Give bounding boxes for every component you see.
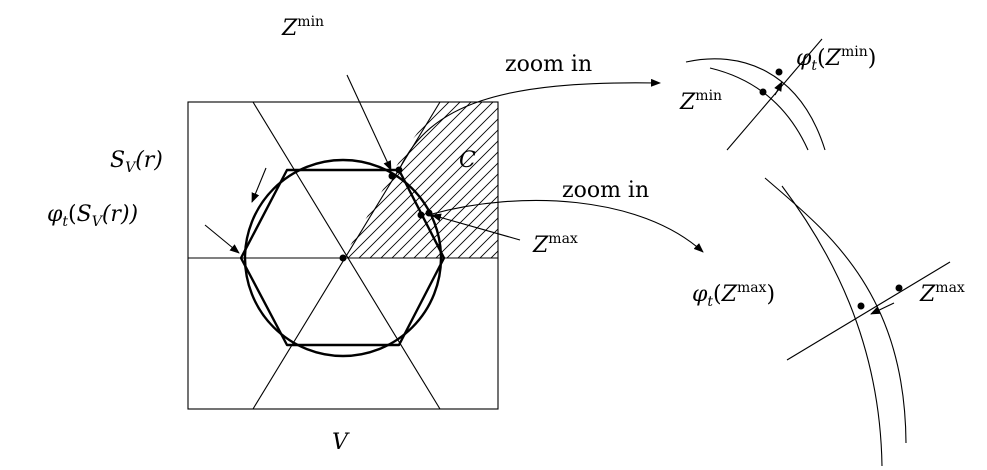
hatch-line bbox=[0, 80, 196, 300]
label-zmax-small: Zmax bbox=[920, 280, 965, 307]
zoom2-arc-inner bbox=[781, 185, 883, 467]
label-zoom-in-1: zoom in bbox=[505, 52, 593, 77]
hatch-line bbox=[0, 80, 130, 300]
hatch-line bbox=[75, 80, 295, 300]
hatch-line bbox=[97, 80, 317, 300]
hatch-line bbox=[0, 80, 97, 300]
zoom1-point-zmin bbox=[759, 88, 767, 96]
hexagon-phi-sv bbox=[239, 168, 446, 347]
hatch-line bbox=[343, 102, 494, 258]
hatch-line bbox=[0, 80, 20, 300]
hatch-line bbox=[53, 80, 273, 300]
hatch-line bbox=[343, 102, 362, 258]
hatch-line bbox=[0, 80, 185, 300]
hatch-line bbox=[343, 102, 498, 258]
hatch-line bbox=[0, 80, 53, 300]
hatch-line bbox=[0, 80, 75, 300]
label-sv: SV(r) bbox=[110, 148, 163, 176]
hatch-line bbox=[0, 80, 31, 300]
zoom1-radial-line bbox=[726, 38, 823, 151]
hatch-line bbox=[343, 102, 498, 258]
center-point bbox=[339, 254, 347, 262]
arrow-zmin bbox=[346, 74, 392, 171]
hatch-line bbox=[343, 102, 406, 258]
zoom2-point-phi-zmax bbox=[857, 302, 865, 310]
label-zmin: Zmin bbox=[282, 14, 325, 41]
zoom-arrow-1 bbox=[399, 78, 661, 169]
hatch-line bbox=[0, 80, 174, 300]
label-phi-sv: φt(SV(r)) bbox=[47, 202, 139, 230]
hatch-line bbox=[343, 102, 498, 258]
hatch-line bbox=[108, 80, 328, 300]
zoom-arrow-2 bbox=[431, 199, 704, 253]
point-zmax-b bbox=[425, 209, 433, 217]
hatch-line bbox=[343, 102, 498, 258]
hatch-line bbox=[0, 80, 42, 300]
hatch-line bbox=[0, 80, 86, 300]
zoom1-arc-circle bbox=[685, 58, 826, 151]
zoom2-point-zmax bbox=[895, 284, 903, 292]
hatch-line bbox=[0, 80, 218, 300]
hatch-line bbox=[9, 80, 229, 300]
point-zmin-a bbox=[388, 172, 396, 180]
hatch-line bbox=[0, 80, 207, 300]
label-zmin-small: Zmin bbox=[680, 88, 723, 115]
arrow-sv-circle-shown bbox=[251, 167, 267, 203]
square-v bbox=[187, 101, 499, 410]
hatch-line bbox=[42, 80, 262, 300]
zoom1-point-phi-zmin bbox=[775, 68, 783, 76]
hatch-line bbox=[360, 102, 498, 258]
hatch-line bbox=[0, 80, 163, 300]
hatch-line bbox=[20, 80, 240, 300]
point-zmax-a bbox=[417, 211, 425, 219]
hatch-line bbox=[0, 80, 64, 300]
label-zmax: Zmax bbox=[533, 231, 578, 258]
hatch-line bbox=[382, 102, 498, 258]
zoom1-arc-hexagon bbox=[709, 67, 809, 151]
hatch-line bbox=[349, 102, 498, 258]
hatch-line bbox=[371, 102, 498, 258]
hatch-line bbox=[343, 102, 395, 258]
label-phi-zmin: φt(Zmin) bbox=[796, 44, 877, 74]
hatch-line bbox=[31, 80, 251, 300]
arrow-zmax bbox=[431, 213, 521, 241]
label-zoom-in-2: zoom in bbox=[562, 178, 650, 203]
arrow-phi-sv bbox=[204, 224, 240, 254]
hatch-line bbox=[343, 102, 351, 258]
circle-sv bbox=[243, 158, 443, 358]
label-v: V bbox=[332, 430, 348, 455]
zoom2-arrow bbox=[870, 302, 895, 315]
hatch-line bbox=[343, 102, 498, 258]
point-zmin-b bbox=[395, 166, 403, 174]
hatch-line bbox=[0, 80, 141, 300]
zoom2-arc-outer bbox=[764, 177, 907, 444]
zoom1-arrow bbox=[774, 81, 783, 96]
hatch-line bbox=[343, 102, 498, 258]
label-phi-zmax: φt(Zmax) bbox=[692, 280, 776, 310]
hatch-line bbox=[0, 80, 119, 300]
hatch-line bbox=[0, 80, 108, 300]
hatch-line bbox=[64, 80, 284, 300]
label-c: C bbox=[459, 148, 476, 173]
zoom2-radial-line bbox=[786, 261, 951, 361]
hatch-line bbox=[0, 80, 9, 300]
hatch-line bbox=[0, 80, 152, 300]
